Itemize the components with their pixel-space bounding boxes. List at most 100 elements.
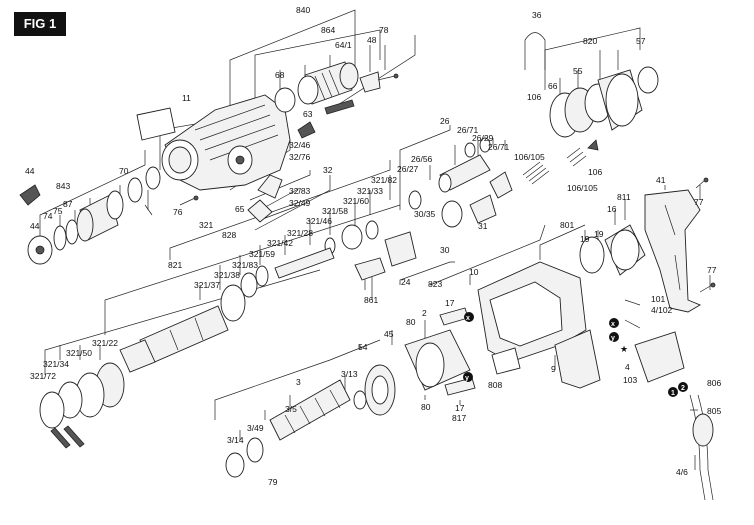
callout-labels: 840 864 64/1 48 78 68 63 11 32/46 32/76 … — [25, 5, 721, 487]
cable-part — [689, 394, 706, 501]
armature-part — [225, 379, 367, 478]
marker-2: 2 — [681, 385, 685, 392]
callout-68: 68 — [275, 70, 285, 80]
callout-843: 843 — [56, 181, 70, 191]
callout-32-76: 32/76 — [289, 152, 311, 162]
callout-87: 87 — [63, 199, 73, 209]
callout-817: 817 — [452, 413, 466, 423]
callout-36: 36 — [532, 10, 542, 20]
stator-part — [364, 329, 471, 416]
callout-821: 821 — [168, 260, 182, 270]
callout-63: 63 — [303, 109, 313, 119]
callout-3-14: 3/14 — [227, 435, 244, 445]
callout-16: 16 — [607, 204, 617, 214]
callout-57: 57 — [636, 36, 646, 46]
callout-78: 78 — [379, 25, 389, 35]
callout-32-46: 32/46 — [289, 140, 311, 150]
callout-65: 65 — [235, 204, 245, 214]
callout-321-38: 321/38 — [214, 270, 240, 280]
callout-30: 30 — [440, 245, 450, 255]
callout-2: 2 — [422, 308, 427, 318]
bearing-housing-part — [549, 66, 659, 138]
callout-10: 10 — [469, 267, 479, 277]
callout-321-33: 321/33 — [357, 186, 383, 196]
callout-48: 48 — [367, 35, 377, 45]
callout-26-71-a: 26/71 — [457, 125, 479, 135]
callout-321-34: 321/34 — [43, 359, 69, 369]
callout-9: 9 — [551, 364, 556, 374]
callout-321-46: 321/46 — [306, 216, 332, 226]
callout-3-5: 3/5 — [285, 404, 297, 414]
callout-77-bottom: 77 — [707, 265, 717, 275]
callout-26-71-b: 26/71 — [488, 142, 510, 152]
callout-820: 820 — [583, 36, 597, 46]
marker-star: ★ — [620, 344, 628, 354]
callout-64-1: 64/1 — [335, 40, 352, 50]
callout-4: 4 — [625, 362, 630, 372]
callout-321-22: 321/22 — [92, 338, 118, 348]
callout-26-29: 26/29 — [472, 133, 494, 143]
callout-861: 861 — [364, 295, 378, 305]
callout-19-b: 19 — [580, 234, 590, 244]
gear-housing-part — [161, 94, 291, 191]
hammer-tube-part — [119, 305, 229, 373]
callout-74: 74 — [43, 211, 53, 221]
callout-75: 75 — [53, 206, 63, 216]
marker-y-switch: y — [611, 335, 615, 342]
callout-321-58: 321/58 — [322, 206, 348, 216]
field-coil-part — [579, 224, 646, 276]
callout-805: 805 — [707, 406, 721, 416]
spindle-part — [274, 247, 335, 279]
callout-26-56: 26/56 — [411, 154, 433, 164]
callout-55: 55 — [573, 66, 583, 76]
marker-y-motor: y — [465, 375, 469, 382]
callout-76: 76 — [173, 207, 183, 217]
callout-321-83: 321/83 — [232, 260, 258, 270]
motor-housing-part — [477, 261, 601, 389]
callout-30-35: 30/35 — [414, 209, 436, 219]
callout-321-72: 321/72 — [30, 371, 56, 381]
callout-41: 41 — [656, 175, 666, 185]
callout-54: 54 — [358, 342, 368, 352]
label-plate-part — [136, 107, 176, 141]
callout-321-42: 321/42 — [267, 238, 293, 248]
callout-4-102: 4/102 — [651, 305, 673, 315]
callout-17-top: 17 — [445, 298, 455, 308]
callout-3-13: 3/13 — [341, 369, 358, 379]
marker-x-switch: x — [611, 321, 615, 328]
callout-806: 806 — [707, 378, 721, 388]
callout-828: 828 — [222, 230, 236, 240]
callout-4-6: 4/6 — [676, 467, 688, 477]
callout-66: 66 — [548, 81, 558, 91]
seal-ring-part — [341, 224, 363, 250]
callout-80-bottom: 80 — [421, 402, 431, 412]
callout-70: 70 — [119, 166, 129, 176]
callout-80-top: 80 — [406, 317, 416, 327]
marker-x-top: x — [466, 315, 470, 322]
marker-1: 1 — [671, 390, 675, 397]
callout-77-top: 77 — [694, 197, 704, 207]
callout-106-105-b: 106/105 — [567, 183, 598, 193]
callout-32-49: 32/49 — [289, 198, 311, 208]
callout-321: 321 — [199, 220, 213, 230]
callout-106-105-a: 106/105 — [514, 152, 545, 162]
callout-11: 11 — [182, 93, 191, 103]
callout-32: 32 — [323, 165, 333, 175]
callout-45: 45 — [384, 329, 394, 339]
callout-3: 3 — [296, 377, 301, 387]
callout-101: 101 — [651, 294, 665, 304]
gear-shaft-part — [408, 137, 513, 228]
ring-part — [274, 87, 296, 113]
callout-19-a: 19 — [594, 229, 604, 239]
callout-321-37: 321/37 — [194, 280, 220, 290]
callout-79: 79 — [268, 477, 278, 487]
callout-864: 864 — [321, 25, 335, 35]
cylinder-part — [297, 61, 359, 105]
nose-piece-part — [27, 166, 161, 265]
callout-44-bottom: 44 — [30, 221, 40, 231]
callout-321-82: 321/82 — [371, 175, 397, 185]
callout-32-83: 32/83 — [289, 186, 311, 196]
figure-badge: FIG 1 — [14, 12, 66, 36]
